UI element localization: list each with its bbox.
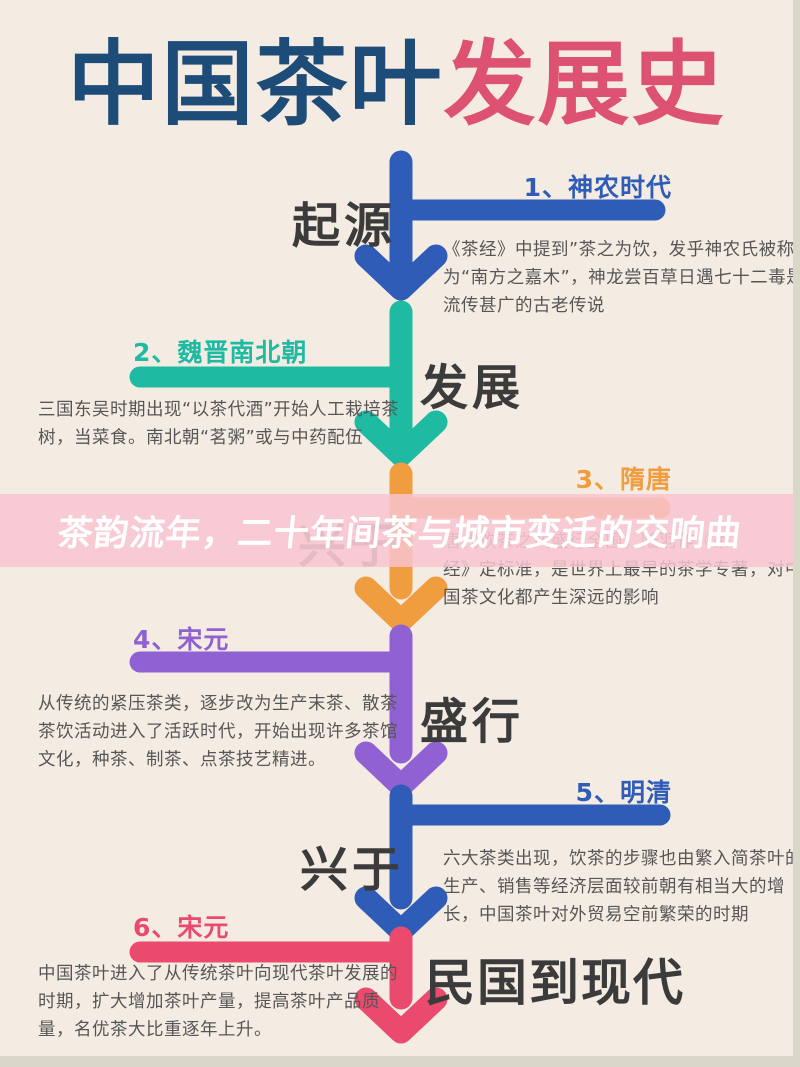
era-body-4-line-3: 文化，种茶、制茶、点茶技艺精进。: [38, 750, 326, 770]
era-body-4-line-1: 从传统的紧压茶类，逐步改为生产末茶、散茶: [38, 694, 398, 714]
backdrop-edge-bottom: [0, 1056, 800, 1067]
era-body-6-line-3: 量，名优茶大比重逐年上升。: [38, 1020, 272, 1040]
era-body-3-line-3: 国茶文化都产生深远的影响: [443, 588, 659, 608]
arrow-down-icon-1: [354, 244, 448, 301]
timeline-segment-6: [129, 926, 448, 1044]
era-body-6-line-2: 时期，扩大增加茶叶产量，提高茶叶产品质: [38, 992, 380, 1012]
arrow-down-icon-6: [354, 987, 448, 1044]
stage-label-2: 发展: [420, 360, 525, 416]
era-body-4-line-2: 茶饮活动进入了活跃时代，开始出现许多茶馆: [38, 722, 398, 742]
stage-label-6: 民国到现代: [425, 953, 685, 1012]
era-body-6-line-1: 中国茶叶进入了从传统茶叶向现代茶叶发展的: [38, 964, 398, 984]
era-body-1-line-1: 《茶经》中提到”茶之为饮，发乎神农氏被称颂: [443, 240, 793, 260]
era-body-5-line-2: 生产、销售等经济层面较前朝有相当大的增: [443, 877, 785, 897]
era-heading-1: 1、神农时代: [523, 173, 672, 202]
arrow-down-icon-3: [354, 576, 448, 633]
era-heading-5: 5、明清: [575, 778, 672, 807]
era-heading-3: 3、隋唐: [575, 465, 672, 494]
era-body-2-line-1: 三国东吴时期出现“以茶代酒”开始人工栽培茶: [38, 400, 400, 420]
watermark-text: 茶韵流年，二十年间茶与城市变迁的交响曲: [55, 514, 744, 554]
era-body-5-line-3: 长，中国茶叶对外贸易空前繁荣的时期: [443, 905, 749, 925]
timeline-segment-1: [354, 150, 666, 301]
stage-label-5: 兴于: [300, 842, 405, 898]
era-body-1-line-2: 为“南方之嘉木”，神龙尝百草日遇七十二毒是: [443, 268, 793, 288]
era-body-5-line-1: 六大茶类出现，饮茶的步骤也由繁入简茶叶的: [443, 849, 793, 869]
stage-label-4: 盛行: [420, 694, 525, 750]
era-heading-2: 2、魏晋南北朝: [133, 338, 308, 367]
watermark-banner: 茶韵流年，二十年间茶与城市变迁的交响曲: [0, 494, 793, 567]
timeline-segment-2: [129, 300, 448, 467]
era-heading-6: 6、宋元: [133, 913, 230, 942]
stage-label-1: 起源: [292, 198, 397, 254]
backdrop-edge-right: [793, 0, 800, 1067]
title-part-china-tea: 中国茶叶: [67, 30, 444, 138]
poster-title: 中国茶叶发展史: [0, 28, 793, 140]
era-body-1-line-3: 流传甚广的古老传说: [443, 296, 605, 316]
title-part-development-history: 发展史: [443, 30, 726, 138]
arrow-down-icon-2: [354, 410, 448, 467]
era-heading-4: 4、宋元: [133, 625, 230, 654]
era-body-2-line-2: 树，当菜食。南北朝“茗粥”或与中药配伍: [38, 428, 364, 448]
